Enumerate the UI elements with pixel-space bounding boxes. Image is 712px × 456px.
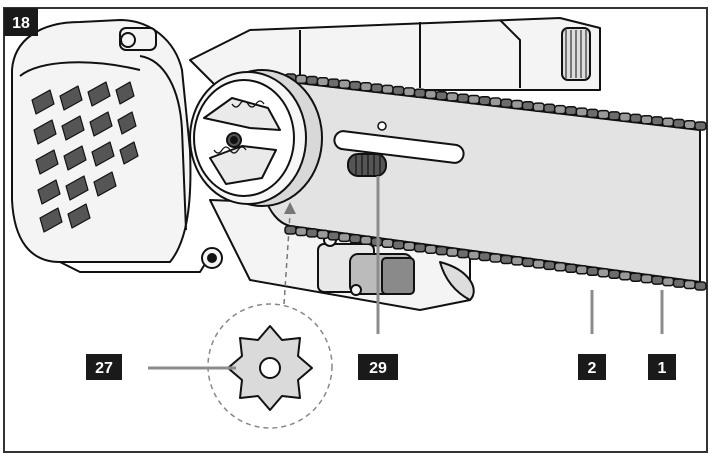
chain-top-link [510,99,524,110]
chain-top-link [392,85,405,96]
chain-bottom-link [284,225,297,235]
adjuster-pin [347,153,387,177]
figure-number-badge: 18 [4,8,38,36]
chain-top-link [359,82,373,92]
chain-bottom-link [413,242,427,253]
chain-bottom-link [478,251,491,262]
chain-bottom-link [305,228,319,238]
chain-top-link [456,93,470,103]
chain-top-link [694,121,707,131]
chain-top-link [413,88,427,98]
chain-top-link [597,109,610,120]
chain-bottom-link [521,257,535,268]
chain-bottom-link [424,244,438,254]
chain-bottom-link [489,253,502,263]
chain-top-link [424,89,438,100]
chain-top-link [553,104,567,115]
chain-bottom-link [446,247,459,257]
chain-bottom-link [359,235,373,246]
chain-bottom-link [543,260,556,271]
chain-bottom-link [532,259,545,269]
chain-top-link [640,114,653,125]
chain-bottom-link [500,254,513,265]
callout-lines [148,176,664,370]
chain-bottom-link [640,273,653,284]
chain-top-link [402,87,416,97]
chain-bottom-link [618,270,632,281]
svg-text:27: 27 [95,360,113,377]
clutch-drum [189,69,323,207]
chain-bottom-link [402,241,416,251]
chain-top-link [661,117,675,127]
sprocket-detail [207,303,333,429]
callout-badge-sprocket: 27 [86,354,122,380]
callout-badge-adjuster-pin: 29 [358,354,398,380]
chain-top-link [348,80,362,91]
chain-top-link [305,75,319,86]
chain-top-link [629,113,643,124]
chain-bottom-link [629,272,643,282]
callout-badge-drive-link: 2 [578,354,606,380]
chain-bottom-link [597,267,610,278]
chain-top-link [683,119,696,130]
chain-top-link [478,95,491,106]
chain-top-link [521,101,535,111]
chain-bottom-link [694,281,707,291]
svg-text:29: 29 [369,360,387,377]
chain-top-link [618,112,632,122]
chain-top-link [467,94,481,105]
svg-text:2: 2 [588,360,597,377]
chain-top-link [564,106,578,116]
chain-top-link [500,98,513,109]
cooling-vents [31,81,139,233]
chain-bottom-link [575,265,589,275]
callout-badge-cutter: 1 [648,354,676,380]
chain-top-link [586,108,599,119]
chain-top-link [370,83,384,93]
chain-top-link [338,79,351,90]
chain-bottom-link [553,262,567,272]
chain-bottom-link [651,275,664,285]
chain-top-link [607,111,621,121]
chain-top-link [532,102,545,112]
chain-bottom-link [683,279,696,290]
chain-bottom-link [467,250,481,260]
chain-bottom-link [661,276,675,287]
chain-bottom-link [672,278,686,288]
chain-bottom-link [586,266,599,277]
chain-top-link [381,84,394,95]
chain-top-link [489,97,502,107]
chain-bottom-link [327,231,340,241]
chain-bottom-link [564,263,578,274]
chain-top-link [575,107,589,117]
chain-bottom-link [456,248,470,259]
engine-housing [11,19,223,273]
chain-top-link [435,90,448,101]
chain-bottom-link [381,238,394,249]
chain-bottom-link [348,234,362,244]
chain-bottom-link [392,239,405,250]
chain-top-link [327,78,340,88]
svg-text:1: 1 [658,360,667,377]
chain-bottom-link [435,245,448,256]
chain-top-link [316,77,330,87]
chain-top-link [446,92,459,102]
sprocket-arrow [283,202,296,305]
chain-top-link [543,103,556,114]
chain-bottom-link [607,269,621,279]
chain-top-link [672,118,686,129]
chain-bottom-link [295,226,308,237]
chain-bottom-link [338,232,351,243]
chain-top-link [651,116,664,126]
svg-text:18: 18 [12,15,30,32]
chain-bottom-link [510,256,524,266]
saw-chain [284,73,707,291]
chain-bottom-link [316,229,330,240]
